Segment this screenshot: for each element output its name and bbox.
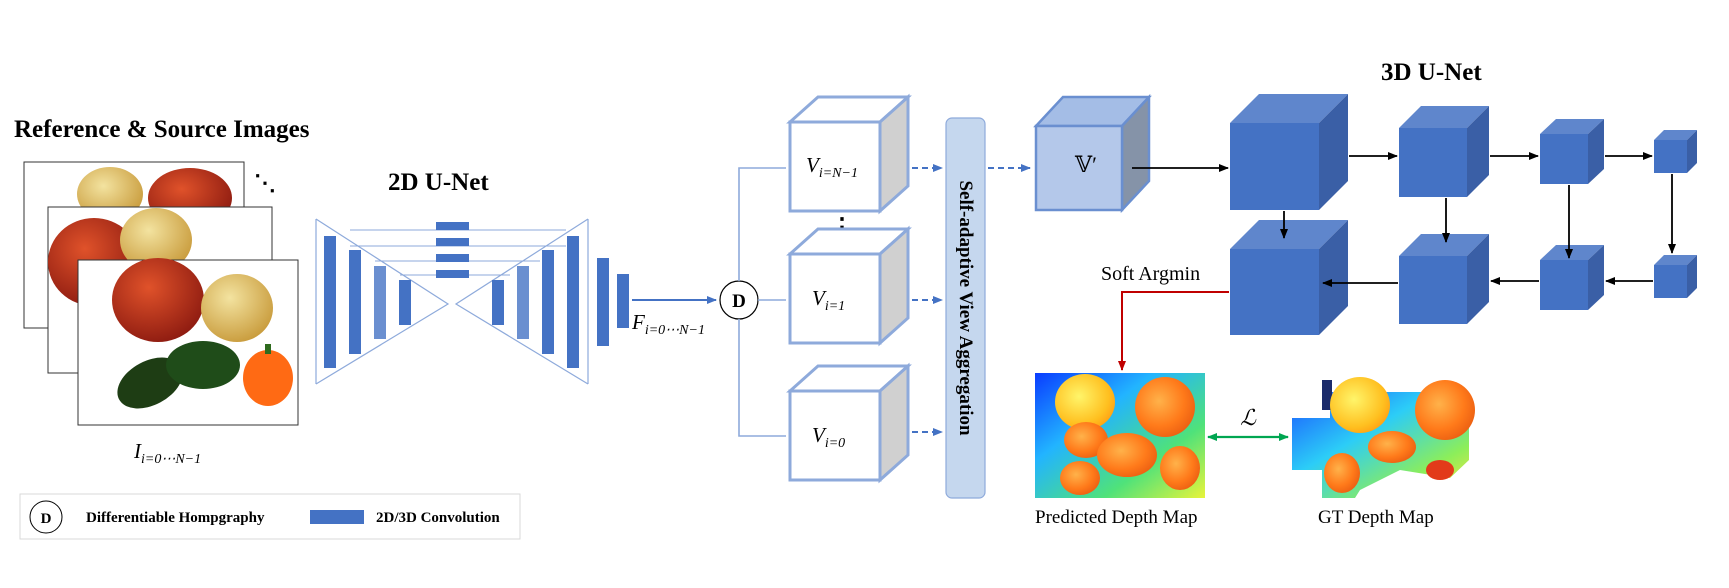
input-caption: Ii=0⋯N−1 — [133, 439, 201, 467]
conv-block-enc-2 — [349, 250, 361, 354]
conv3d-enc-2 — [1399, 106, 1489, 197]
conv3d-bottleneck-bottom — [1654, 255, 1697, 298]
legend-homography-icon: D — [41, 511, 52, 527]
volume-label-middle: Vi=1 — [812, 286, 845, 314]
homography-connectors — [738, 167, 786, 437]
pred-caption: Predicted Depth Map — [1035, 507, 1198, 528]
conv-block-bottleneck-3 — [436, 254, 469, 262]
conv-block-enc-1 — [324, 236, 336, 368]
conv-block-dec-1 — [492, 280, 504, 325]
conv-block-dec-4 — [567, 236, 579, 368]
diagonal-dots: ⋱ — [254, 170, 276, 195]
unet3d-title: 3D U-Net — [1381, 59, 1482, 86]
conv-block-enc-4 — [399, 280, 411, 325]
conv3d-enc-1 — [1230, 94, 1348, 210]
aggregation-label: Self-adaptive View Aggregation — [955, 180, 976, 436]
gt-caption: GT Depth Map — [1318, 507, 1434, 528]
homography-node: D — [719, 280, 759, 320]
unet3d-arrows — [1132, 152, 1676, 287]
soft-argmin-label: Soft Argmin — [1101, 263, 1200, 285]
conv3d-bottleneck-top — [1654, 130, 1697, 173]
conv-block-dec-3 — [542, 250, 554, 354]
aggregated-volume: 𝕍′ — [1033, 93, 1152, 214]
conv3d-dec-3 — [1540, 245, 1604, 310]
unet-2d: 2D U-Net — [315, 169, 629, 385]
volume-label-bottom: Vi=0 — [812, 423, 845, 451]
conv-block-out-1 — [597, 258, 609, 346]
conv3d-enc-3 — [1540, 119, 1604, 184]
conv-block-dec-2 — [517, 266, 529, 339]
conv-block-out-2 — [617, 274, 629, 328]
legend: D Differentiable Hompgraphy 2D/3D Convol… — [19, 493, 521, 540]
conv-block-enc-3 — [374, 266, 386, 339]
loss-symbol: ℒ — [1240, 405, 1257, 430]
reference-image-front — [77, 258, 299, 426]
gt-depth-map: GT Depth Map — [1292, 377, 1475, 528]
aggregated-volume-label: 𝕍′ — [1074, 152, 1097, 177]
aggregation-panel: Self-adaptive View Aggregation — [945, 117, 986, 499]
legend-homography-label: Differentiable Hompgraphy — [86, 510, 265, 526]
conv3d-dec-1 — [1230, 220, 1348, 335]
soft-argmin-arrow — [1118, 291, 1229, 371]
cost-volume-middle: Vi=1 — [786, 225, 912, 347]
conv-block-bottleneck-2 — [436, 238, 469, 246]
unet-3d — [1132, 94, 1697, 335]
input-title: Reference & Source Images — [14, 116, 310, 143]
conv-block-bottleneck-1 — [436, 222, 469, 230]
conv3d-dec-2 — [1399, 234, 1489, 324]
legend-conv-swatch — [310, 510, 364, 524]
input-images: Reference & Source Images ⋱ Ii=0⋯N−1 — [14, 116, 310, 467]
cost-volume-bottom: Vi=0 — [786, 362, 912, 484]
volume-to-aggregation-arrows — [912, 164, 943, 436]
predicted-depth-map: Predicted Depth Map — [1035, 373, 1205, 528]
unet2d-title: 2D U-Net — [388, 169, 489, 196]
legend-conv-label: 2D/3D Convolution — [376, 510, 500, 526]
volume-label-top: Vi=N−1 — [806, 153, 858, 181]
svg-text:D: D — [732, 291, 746, 312]
conv-block-bottleneck-4 — [436, 270, 469, 278]
cost-volume-top: Vi=N−1 — [786, 93, 912, 215]
feature-label: Fi=0⋯N−1 — [631, 310, 705, 338]
